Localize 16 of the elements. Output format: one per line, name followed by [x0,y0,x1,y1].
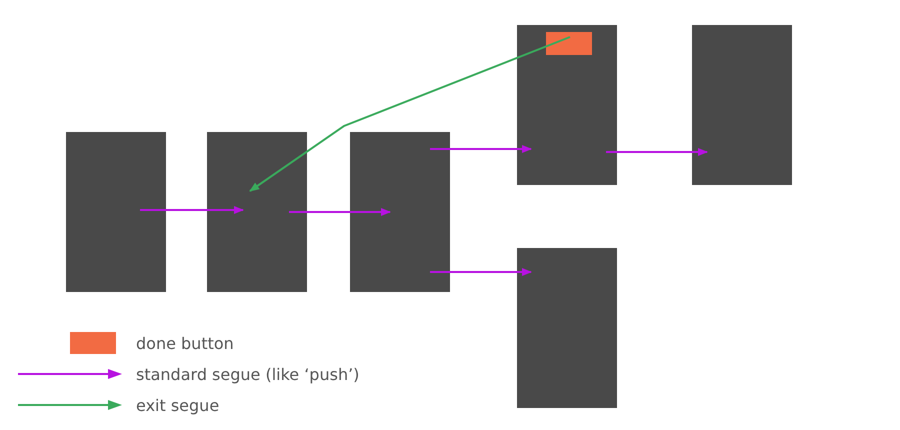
screen-box [66,132,166,292]
segue-arrow [140,206,244,214]
screen-box [207,132,307,292]
done-button-marker [546,32,592,55]
screen-box [350,132,450,292]
segue-arrow [249,36,570,192]
segue-arrow [606,148,708,156]
segue-arrow [289,208,391,216]
segue-arrow [430,268,532,276]
legend-label: exit segue [136,396,220,414]
legend-label: standard segue (like ‘push’) [136,364,360,384]
segue-arrow [430,145,532,153]
screen-box [692,25,792,185]
screen-box [517,248,617,408]
legend-label: done button [136,334,234,352]
screen-box [517,25,617,185]
